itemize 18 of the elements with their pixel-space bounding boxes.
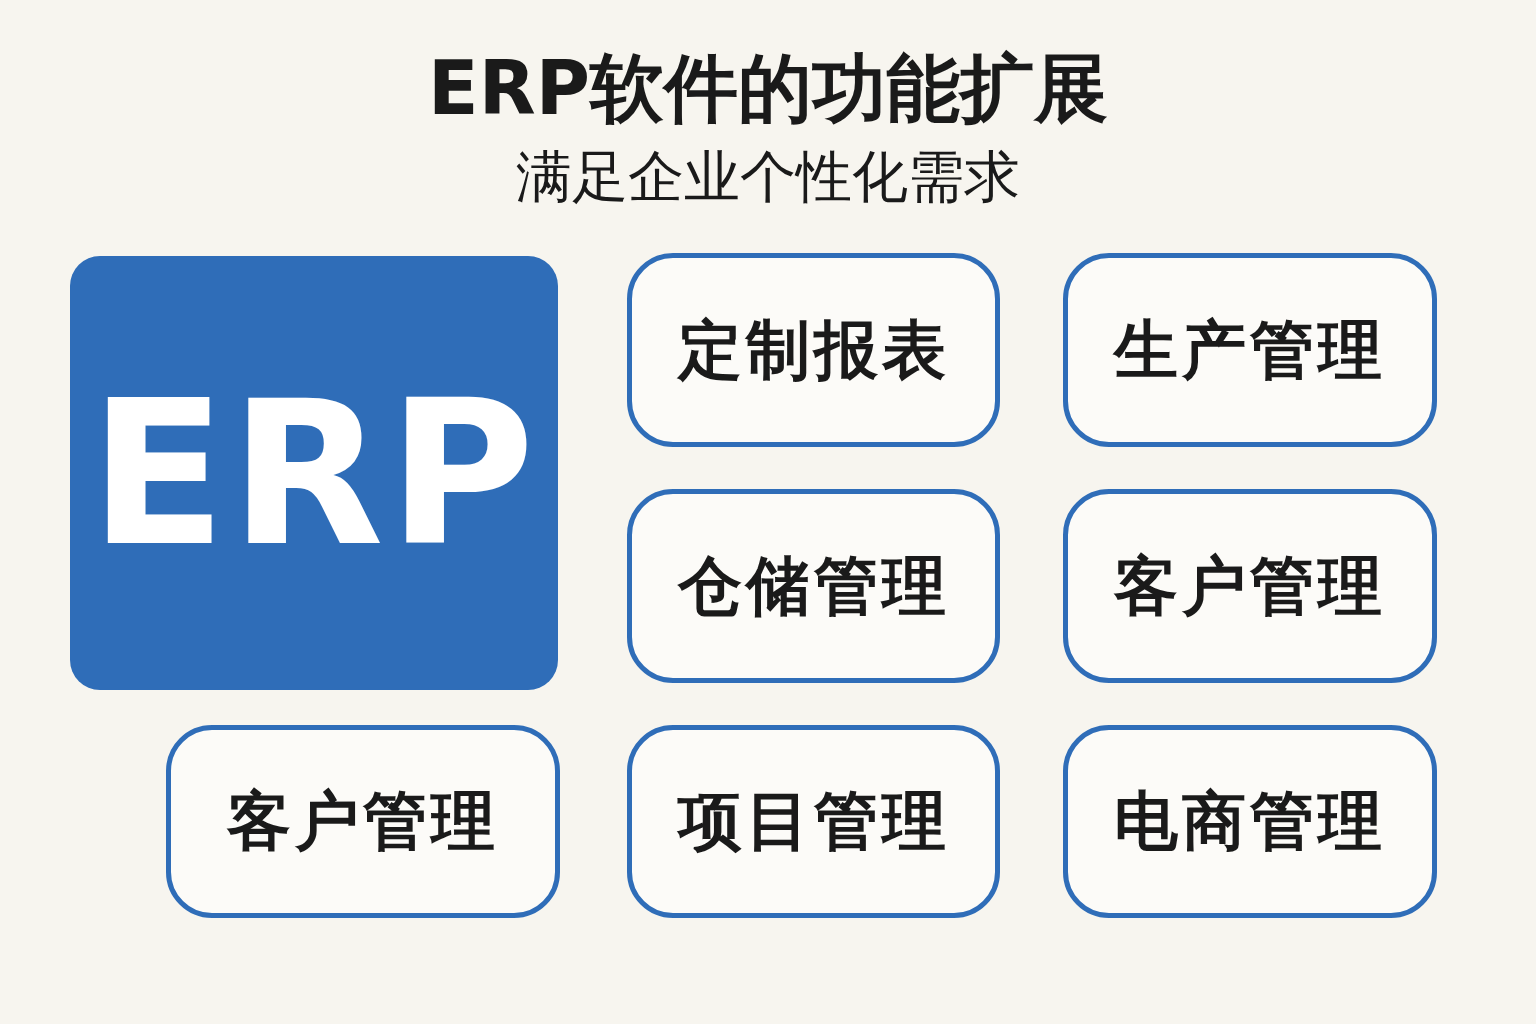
module-name: 定制报表	[677, 311, 950, 389]
module-box	[627, 253, 1000, 447]
module-box	[627, 489, 1000, 683]
module-box	[1063, 253, 1437, 447]
module-name: 客户管理	[1114, 547, 1386, 625]
module-box	[1063, 489, 1437, 683]
subtitle: 满足企业个性化需求	[516, 143, 1020, 211]
module-name: 项目管理	[677, 783, 950, 860]
system-name: ERP	[89, 356, 539, 590]
module-name: 仓储管理	[677, 547, 950, 625]
module-name: 生产管理	[1114, 311, 1386, 389]
module-name: 电商管理	[1114, 783, 1386, 860]
module-box	[1063, 725, 1437, 918]
module-box	[627, 725, 1000, 918]
title: ERP软件的功能扩展	[428, 44, 1108, 133]
module-box	[166, 725, 560, 918]
system-block	[70, 256, 558, 690]
module-name: 客户管理	[227, 783, 499, 860]
